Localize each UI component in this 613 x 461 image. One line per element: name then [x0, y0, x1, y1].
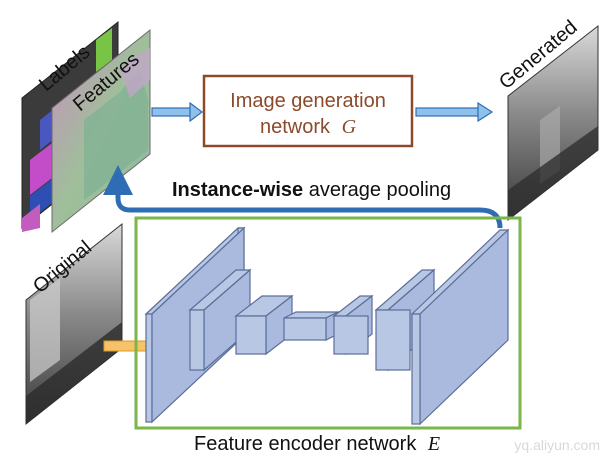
generator-network-word: network	[260, 116, 331, 138]
encoder-caption: Feature encoder network E	[194, 433, 440, 455]
encoder-layer-blocks	[144, 226, 510, 426]
encoder-block-2	[188, 268, 252, 372]
generator-title-line1: Image generation	[230, 90, 386, 112]
pooling-rest: average pooling	[303, 179, 451, 201]
generator-title-line2: network G	[260, 116, 357, 138]
encoder-symbol: E	[427, 433, 440, 455]
arrow-features-to-generator	[151, 101, 203, 123]
feature-encoder-network-box	[134, 216, 522, 430]
generated-image	[507, 24, 599, 222]
encoder-block-4	[283, 311, 339, 341]
features-map-image	[51, 28, 151, 234]
image-generation-network-box: Image generation network G	[202, 74, 414, 148]
pooling-caption: Instance-wise average pooling	[172, 179, 451, 201]
encoder-block-5	[332, 294, 374, 356]
arrow-generator-to-output	[415, 101, 494, 123]
generator-symbol: G	[342, 116, 357, 138]
original-image	[25, 222, 123, 426]
encoder-block-3	[234, 294, 294, 356]
encoder-name: Feature encoder network	[194, 433, 417, 455]
pooling-bold: Instance-wise	[172, 179, 303, 201]
encoder-block-6	[374, 268, 436, 372]
watermark: yq.aliyun.com	[514, 437, 600, 453]
encoder-block-7	[410, 228, 510, 426]
